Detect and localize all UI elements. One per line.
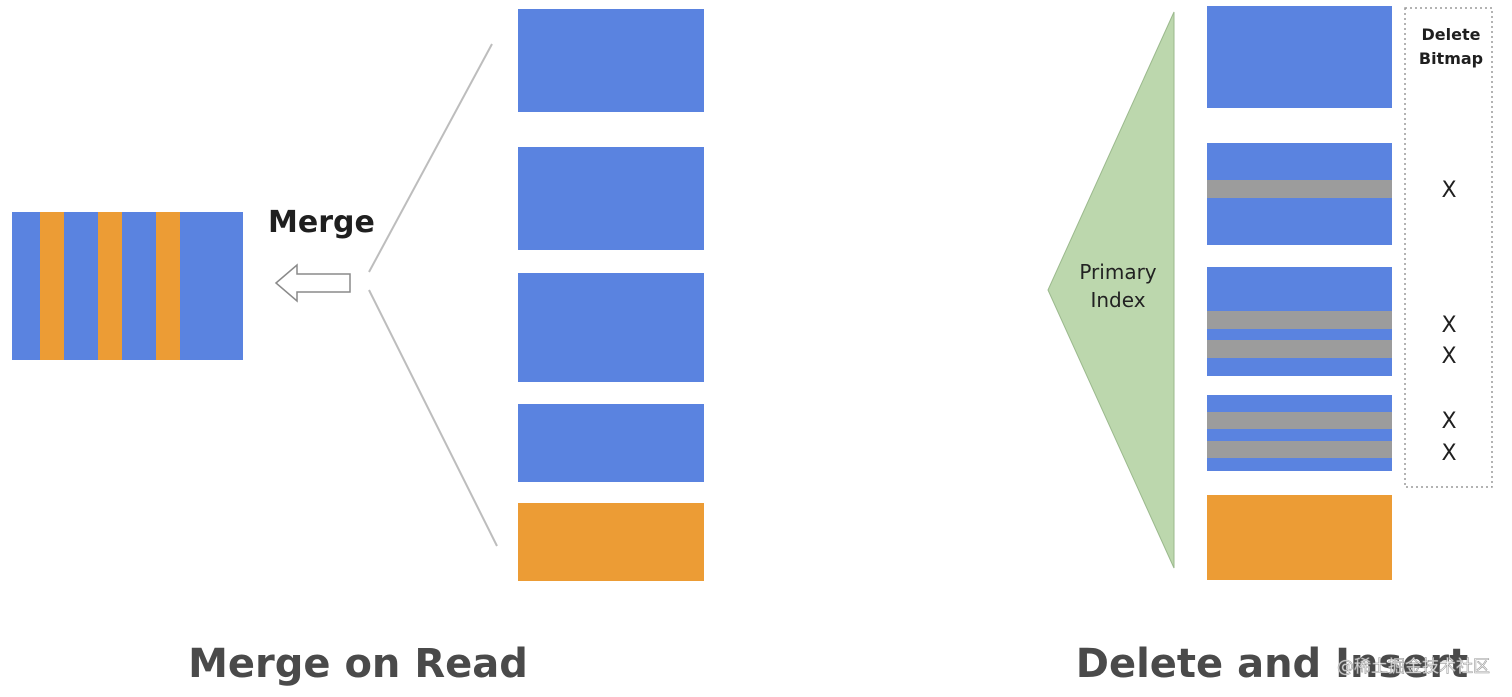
delete-mark: X — [1441, 441, 1456, 466]
delete-bitmap-label-line2: Bitmap — [1419, 49, 1483, 68]
delete-bitmap-box — [1404, 7, 1493, 488]
primary-index-triangle — [1047, 11, 1175, 569]
delete-segment-4-base — [1207, 395, 1392, 471]
segment-block-new — [518, 503, 704, 581]
segment-block-3 — [518, 273, 704, 382]
deleted-row — [1207, 441, 1392, 458]
segment-block-4 — [518, 404, 704, 482]
merge-label: Merge — [268, 205, 375, 240]
delete-segment-2 — [1207, 143, 1392, 245]
deleted-row — [1207, 311, 1392, 329]
delete-and-insert-panel: Primary Index Delete Bitmap X X X X X — [1047, 6, 1493, 687]
delete-mark: X — [1441, 344, 1456, 369]
deleted-row — [1207, 340, 1392, 358]
delete-and-insert-caption: Delete and Insert — [1076, 641, 1469, 687]
delete-segment-3 — [1207, 267, 1392, 376]
segment-block-1 — [518, 9, 704, 112]
delete-bitmap-label-line1: Delete — [1422, 25, 1481, 44]
delete-segment-1 — [1207, 6, 1392, 108]
fan-line-top — [368, 43, 493, 273]
merge-on-read-caption: Merge on Read — [188, 641, 528, 687]
delete-mark: X — [1441, 313, 1456, 338]
segment-block-2 — [518, 147, 704, 250]
merge-arrow-icon — [274, 263, 351, 303]
watermark: @稀土掘金技术社区 — [1337, 657, 1490, 677]
insert-segment-new — [1207, 495, 1392, 580]
delete-mark: X — [1441, 409, 1456, 434]
merged-result-block — [12, 212, 243, 360]
merged-stripe-3 — [156, 212, 180, 360]
deleted-row — [1207, 180, 1392, 198]
delete-segment-4 — [1207, 395, 1392, 471]
deleted-row — [1207, 412, 1392, 429]
merged-stripe-2 — [98, 212, 122, 360]
primary-index-label-line2: Index — [1090, 288, 1145, 312]
merged-stripe-1 — [40, 212, 64, 360]
merge-on-read-panel: Merge Merge on Read — [12, 9, 704, 687]
delete-mark: X — [1441, 178, 1456, 203]
fan-line-bottom — [368, 289, 498, 547]
primary-index-label-line1: Primary — [1079, 260, 1156, 284]
